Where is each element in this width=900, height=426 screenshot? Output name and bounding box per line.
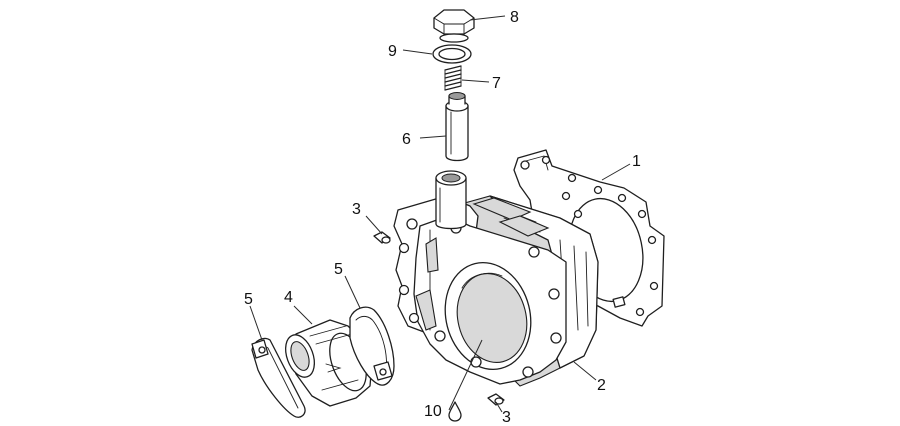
callout-2: 2 xyxy=(597,377,606,394)
callout-9: 9 xyxy=(388,43,397,60)
callout-6: 6 xyxy=(402,131,411,148)
callout-4: 4 xyxy=(284,289,293,306)
sealing-washer-part-9 xyxy=(432,44,472,64)
cap-bolt-part-8 xyxy=(433,9,475,43)
intake-manifold-part-4 xyxy=(285,319,373,407)
callout-3-bottom: 3 xyxy=(502,409,511,426)
callout-labels: 8 9 7 6 1 3 2 3 4 5 5 10 xyxy=(244,9,641,426)
callout-8: 8 xyxy=(510,9,519,26)
dowel-pin-part-3b xyxy=(487,393,505,406)
callout-1: 1 xyxy=(632,153,641,170)
cylinder-body-part-2 xyxy=(393,170,599,387)
callout-5-right: 5 xyxy=(334,261,343,278)
tensioner-sleeve-part-6 xyxy=(445,92,469,162)
dowel-pin-part-3a xyxy=(373,231,391,244)
hose-clamp-part-5a xyxy=(251,337,306,418)
callout-7: 7 xyxy=(492,75,501,92)
hose-clamp-part-5b xyxy=(349,306,395,386)
callout-5-left: 5 xyxy=(244,291,253,308)
oil-drop-part-10 xyxy=(448,401,462,422)
callout-10: 10 xyxy=(424,403,442,420)
leader-lines xyxy=(249,15,631,413)
spring-part-7 xyxy=(444,65,462,91)
callout-3-top: 3 xyxy=(352,201,361,218)
